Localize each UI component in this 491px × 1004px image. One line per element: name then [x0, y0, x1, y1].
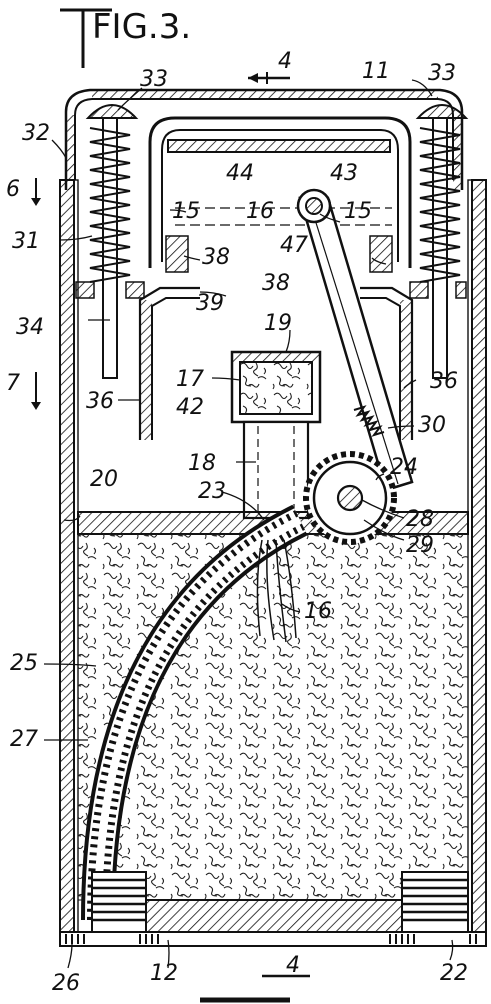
ref-16: 16 [304, 599, 332, 624]
hanging-wick [256, 539, 297, 643]
ref-42: 42 [176, 395, 204, 420]
wick-holder [230, 350, 322, 424]
figure-title: FIG.3. [60, 7, 191, 68]
ref-22: 22 [440, 961, 468, 986]
ref-24: 24 [390, 455, 418, 480]
ref-15: 15 [344, 199, 372, 224]
svg-text:7: 7 [6, 371, 20, 396]
ref-20: 20 [90, 467, 118, 492]
ref-36: 36 [86, 389, 114, 414]
ref-36: 36 [430, 369, 458, 394]
base [59, 871, 487, 947]
ref-39: 39 [196, 291, 224, 316]
curved-tube [81, 504, 308, 921]
section-label-top: 4 [278, 49, 292, 74]
section-marker-7: 7 [6, 371, 41, 410]
ref-32: 32 [22, 121, 50, 146]
ref-16: 16 [246, 199, 274, 224]
ref-11: 11 [362, 59, 390, 84]
figure-title-text: FIG.3. [92, 7, 191, 47]
ref-38: 38 [262, 271, 290, 296]
section-label-bottom: 4 [286, 953, 300, 978]
ref-19: 19 [264, 311, 292, 336]
left-spring-assembly [75, 104, 145, 379]
ref-12: 12 [150, 961, 178, 986]
ref-18: 18 [188, 451, 216, 476]
ref-25: 25 [10, 651, 38, 676]
section-line-bottom: 4 [200, 953, 310, 1003]
ref-38: 38 [202, 245, 230, 270]
ref-28: 28 [406, 507, 434, 532]
leader-lines [43, 79, 454, 969]
yoke-bracket [148, 116, 412, 273]
guide-sleeves [138, 286, 414, 440]
gear-wheel [303, 451, 397, 545]
ref-15: 15 [172, 199, 200, 224]
svg-text:6: 6 [6, 177, 20, 202]
right-spring-assembly [409, 104, 469, 379]
ref-33: 33 [140, 67, 168, 92]
ref-33: 33 [428, 61, 456, 86]
section-marker-6: 6 [6, 177, 41, 206]
reference-numerals: 33 33 11 32 44 43 15 16 15 31 47 38 38 3… [10, 59, 468, 996]
ref-17: 17 [176, 367, 204, 392]
ref-29: 29 [406, 533, 434, 558]
ref-43: 43 [330, 161, 358, 186]
ref-23: 23 [198, 479, 226, 504]
ref-31: 31 [12, 229, 40, 254]
ref-34: 34 [16, 315, 44, 340]
lever-arm [296, 188, 414, 492]
ref-26: 26 [52, 971, 80, 996]
ref-30: 30 [418, 413, 446, 438]
ref-44: 44 [226, 161, 254, 186]
section-line-top: 4 [248, 49, 292, 84]
wick-tube [242, 420, 310, 520]
ref-27: 27 [10, 727, 38, 752]
ref-47: 47 [280, 233, 308, 258]
